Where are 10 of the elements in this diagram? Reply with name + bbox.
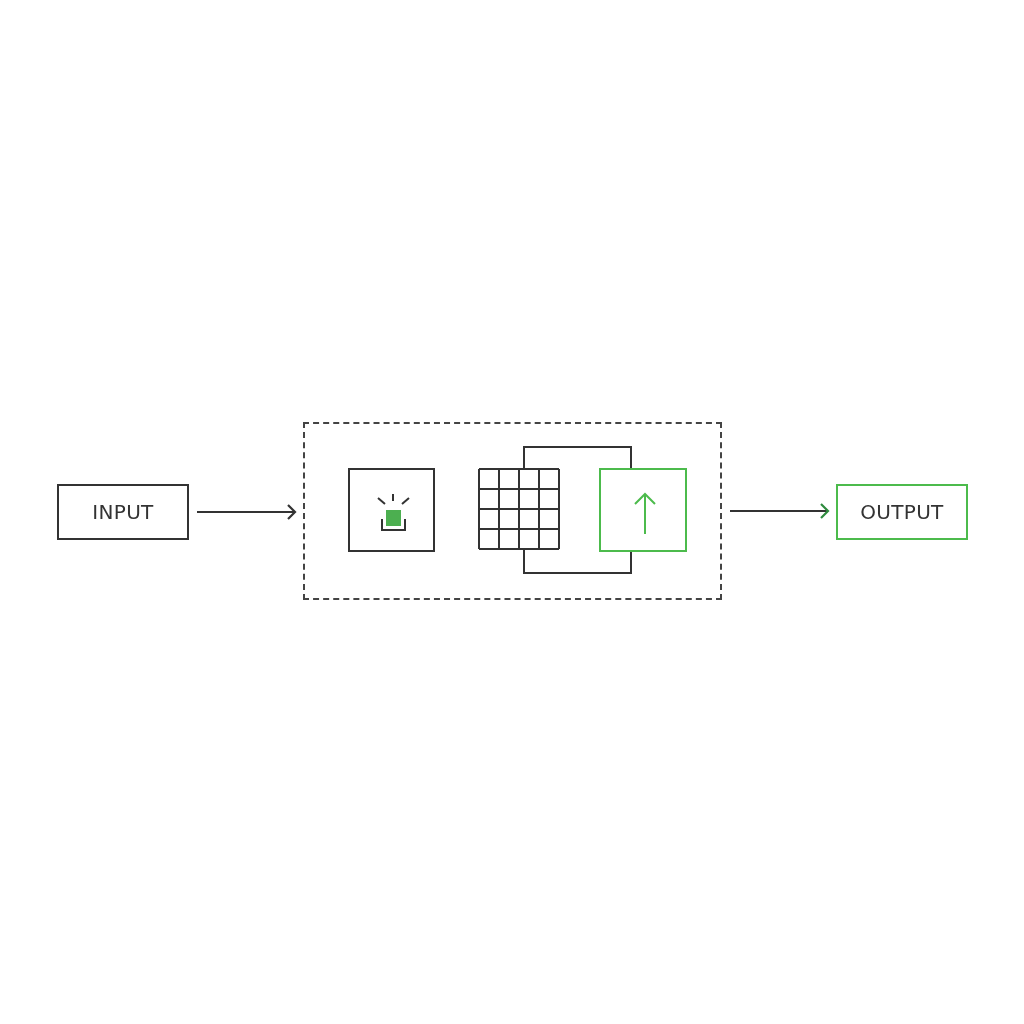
- arrow: [729, 502, 830, 520]
- node-label: OUTPUT: [860, 500, 944, 524]
- arrow: [196, 503, 297, 521]
- dashed-group-box: [303, 422, 722, 600]
- process-box: [57, 484, 189, 540]
- process-box: [836, 484, 968, 540]
- square-box: [348, 468, 435, 552]
- grid-shape: [478, 468, 560, 550]
- square-box: [599, 468, 687, 552]
- node-label: INPUT: [92, 500, 154, 524]
